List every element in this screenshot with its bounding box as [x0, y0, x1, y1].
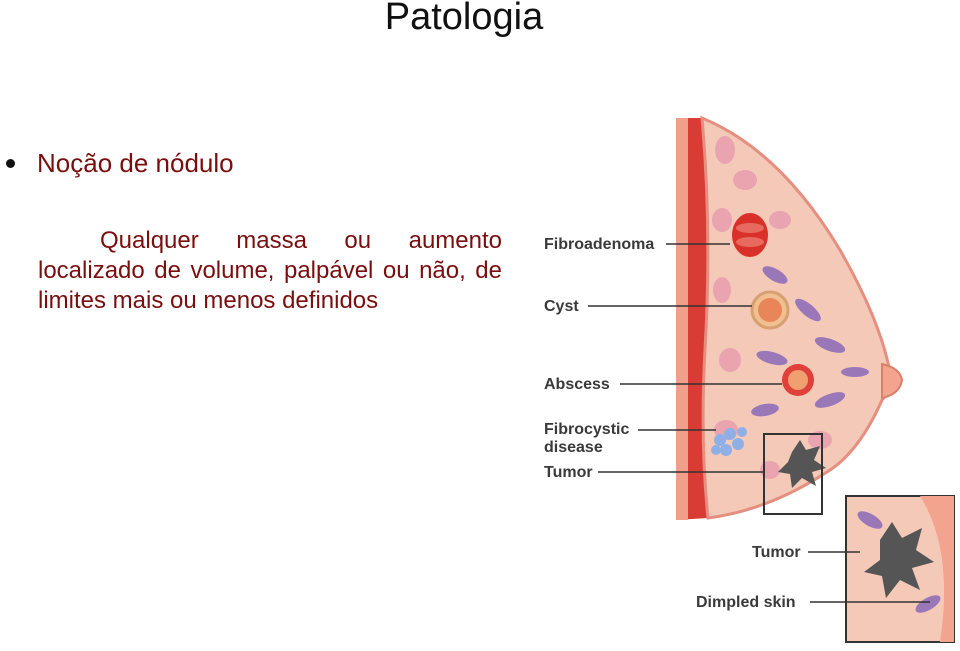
label-fibrocystic: Fibrocystic — [544, 421, 629, 438]
tumor-mass — [778, 440, 826, 488]
bullet-text: Noção de nódulo — [37, 148, 234, 178]
nipple — [881, 362, 904, 400]
glandular-lobules — [751, 266, 869, 417]
label-leaders — [588, 243, 930, 603]
fibroadenoma-mass — [732, 213, 768, 257]
abscess-mass — [782, 364, 814, 396]
label-tumor: Tumor — [544, 464, 593, 481]
label-disease: disease — [544, 439, 603, 456]
bullet-icon — [6, 159, 15, 168]
fat-lobules — [712, 136, 832, 479]
tumor-highlight-box — [763, 433, 823, 515]
fibrocystic-cluster — [711, 427, 747, 456]
breast-pathology-diagram: Fibroadenoma Cyst Abscess Fibrocystic di… — [544, 115, 955, 643]
definition-paragraph: Qualquer massa ou aumento localizado de … — [38, 227, 502, 314]
chest-wall-edge — [676, 118, 688, 520]
label-tumor-inset: Tumor — [752, 544, 801, 561]
label-abscess: Abscess — [544, 376, 610, 393]
bullet-item: Noção de nódulo — [6, 148, 234, 179]
slide-title: Patologia — [384, 0, 544, 38]
label-dimpled-skin: Dimpled skin — [696, 594, 796, 611]
cyst-mass — [750, 290, 790, 330]
inset-detail — [845, 495, 955, 643]
label-cyst: Cyst — [544, 298, 579, 315]
label-fibroadenoma: Fibroadenoma — [544, 236, 654, 253]
